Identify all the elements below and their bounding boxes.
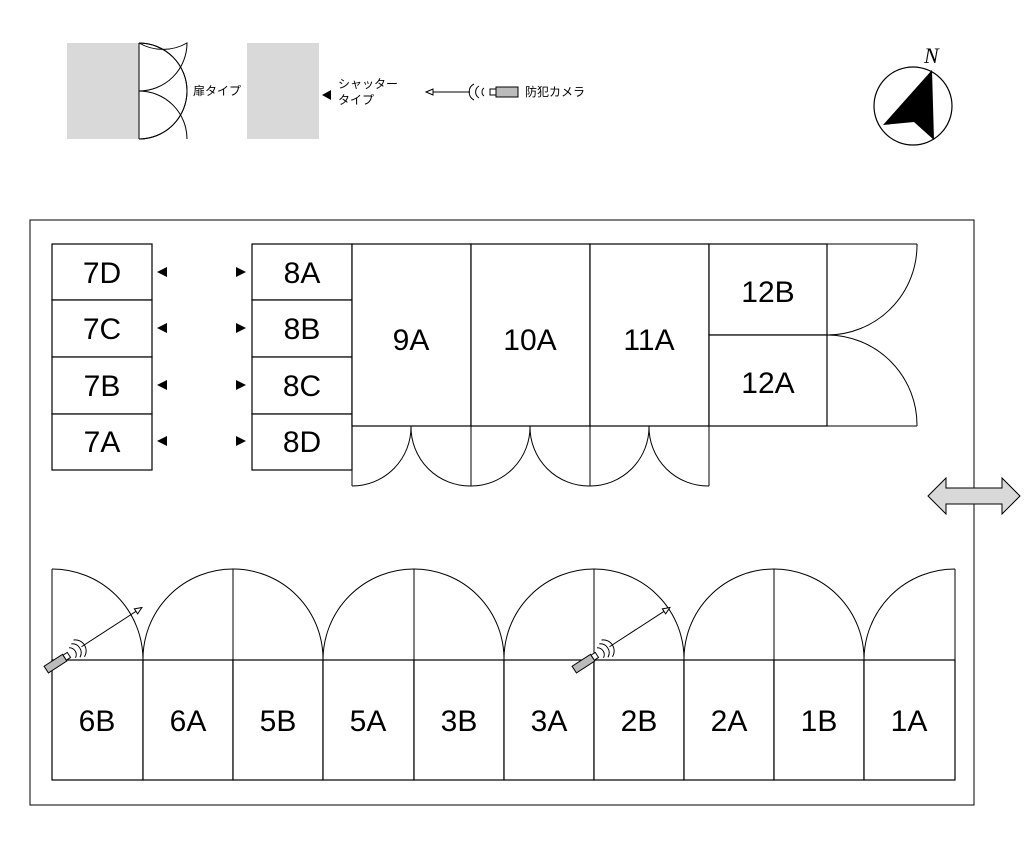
unit-label-6a: 6A: [170, 705, 207, 738]
unit-label-11a: 11A: [623, 324, 674, 357]
legend-shutter-swatch: [247, 43, 319, 139]
unit-1b[interactable]: [773, 659, 865, 781]
unit-7d[interactable]: [51, 243, 153, 301]
unit-label-2a: 2A: [711, 705, 748, 738]
unit-12b[interactable]: [708, 243, 828, 336]
legend-door-swatch: [67, 43, 139, 139]
unit-11a[interactable]: [589, 243, 710, 427]
security-camera-2: [571, 606, 671, 674]
shutter-marker-icon: [236, 380, 246, 390]
security-camera-icon: [571, 606, 671, 674]
unit-6b[interactable]: [51, 659, 144, 781]
shutter-marker-icon: [236, 267, 246, 277]
unit-label-8b: 8B: [284, 313, 321, 346]
unit-label-3b: 3B: [441, 705, 478, 738]
unit-label-10a: 10A: [503, 324, 556, 357]
unit-10a[interactable]: [470, 243, 591, 427]
site-boundary: [29, 219, 975, 806]
shutter-marker-icon: [236, 323, 246, 333]
security-camera-1: [43, 606, 143, 674]
north-compass: N: [873, 43, 953, 146]
unit-label-7a: 7A: [84, 426, 121, 459]
unit-label-5b: 5B: [260, 705, 297, 738]
legend-shutter-label-line2: タイプ: [338, 93, 374, 107]
unit-label-3a: 3A: [531, 705, 568, 738]
unit-label-1a: 1A: [891, 705, 928, 738]
unit-label-12a: 12A: [741, 367, 794, 400]
camera-icon: [424, 83, 519, 101]
unit-8a[interactable]: [251, 243, 353, 301]
unit-label-8d: 8D: [283, 426, 321, 459]
legend-camera-label: 防犯カメラ: [525, 84, 585, 99]
unit-label-2b: 2B: [621, 705, 658, 738]
door-swing-arcs-center: [351, 425, 710, 487]
compass-north-label: N: [923, 43, 940, 68]
unit-label-7d: 7D: [83, 257, 121, 290]
unit-2a[interactable]: [683, 659, 775, 781]
unit-7a[interactable]: [51, 413, 153, 471]
legend-door-arc-icon: [138, 42, 188, 140]
unit-label-12b: 12B: [741, 276, 794, 309]
legend-shutter-type: シャッター タイプ: [247, 43, 398, 139]
legend: 扉タイプ シャッター タイプ 防犯カメラ: [67, 42, 585, 140]
legend-door-type: 扉タイプ: [67, 42, 241, 140]
legend-shutter-label-line1: シャッター: [338, 77, 398, 91]
unit-label-7c: 7C: [83, 313, 121, 346]
unit-7c[interactable]: [51, 299, 153, 358]
block-8: 8A 8B 8C 8D: [236, 243, 353, 471]
shutter-marker-icon: [157, 323, 167, 333]
shutter-marker-icon: [236, 436, 246, 446]
unit-label-5a: 5A: [350, 705, 387, 738]
unit-1a[interactable]: [863, 659, 956, 781]
block-7: 7D 7C 7B 7A: [51, 243, 167, 471]
legend-camera: 防犯カメラ: [424, 83, 585, 101]
unit-label-8a: 8A: [284, 257, 321, 290]
unit-8d[interactable]: [251, 413, 353, 471]
unit-9a[interactable]: [351, 243, 472, 427]
unit-label-7b: 7B: [84, 370, 121, 403]
unit-6a[interactable]: [142, 659, 234, 781]
shutter-marker-icon: [157, 436, 167, 446]
block-bottom-row: 6B 6A 5B 5A 3B 3A 2B 2A 1B 1A: [51, 568, 956, 781]
door-swing-arcs-bottom: [51, 568, 956, 661]
unit-5b[interactable]: [232, 659, 324, 781]
unit-8b[interactable]: [251, 299, 353, 358]
entrance-double-arrow-icon: [927, 476, 1021, 516]
unit-12a[interactable]: [708, 334, 828, 427]
unit-2b[interactable]: [593, 659, 685, 781]
shutter-marker-icon: [157, 267, 167, 277]
unit-3a[interactable]: [503, 659, 595, 781]
unit-label-9a: 9A: [393, 324, 430, 357]
shutter-marker-icon: [322, 90, 331, 100]
unit-label-8c: 8C: [283, 370, 321, 403]
unit-3b[interactable]: [413, 659, 505, 781]
unit-label-6b: 6B: [79, 705, 116, 738]
shutter-marker-icon: [157, 380, 167, 390]
north-arrow-icon: [883, 70, 934, 140]
block-center: 9A 10A 11A: [351, 243, 710, 487]
unit-5a[interactable]: [322, 659, 415, 781]
security-camera-icon: [43, 606, 143, 674]
door-swing-arcs-12: [826, 243, 918, 427]
unit-8c[interactable]: [251, 356, 353, 415]
unit-label-1b: 1B: [801, 705, 838, 738]
block-12: 12B 12A: [708, 243, 918, 427]
legend-door-label: 扉タイプ: [193, 84, 241, 98]
